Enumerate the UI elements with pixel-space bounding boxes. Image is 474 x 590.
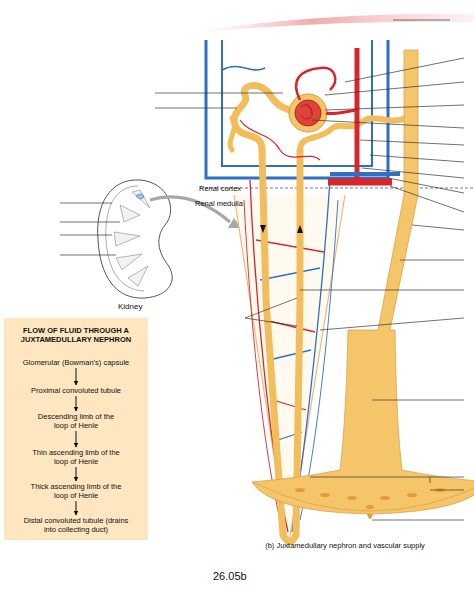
flow-step: Thick ascending limb of the loop of Henl… (26, 482, 126, 500)
papillary-ducts (295, 488, 445, 519)
flow-step: Distal convoluted tubule (drains into co… (20, 516, 132, 534)
illustration-path (296, 68, 335, 100)
illustration-path (116, 254, 142, 270)
illustration-path (60, 235, 112, 236)
illustration-ellipse (295, 488, 305, 492)
figure-caption: (b) Juxtamedullary nephron and vascular … (220, 541, 470, 550)
illustration-path (155, 108, 237, 109)
illustration-path (240, 120, 320, 160)
illustration-path (300, 290, 464, 291)
illustration-path (222, 40, 372, 166)
illustration-ellipse (380, 496, 390, 500)
illustration-path (269, 350, 311, 360)
illustration-path (260, 225, 266, 233)
illustration-ellipse (366, 505, 374, 509)
text-label: Renal cortex (199, 184, 241, 194)
illustration-path (345, 58, 464, 82)
illustration-circle (295, 100, 321, 126)
illustration-path (310, 477, 464, 483)
illustration-path (325, 105, 464, 110)
illustration-path (372, 400, 464, 401)
illustration-path (132, 190, 150, 208)
illustration-path (320, 318, 464, 330)
illustration-path (312, 120, 464, 128)
text-label: Kidney (118, 302, 142, 312)
illustration-path (120, 205, 140, 222)
illustration-path (245, 298, 297, 326)
flow-panel: FLOW OF FLUID THROUGH A JUXTAMEDULLARY N… (4, 318, 148, 540)
step-text: Distal convoluted tubule (drains into co… (20, 516, 132, 534)
illustration-path (136, 194, 144, 199)
step-text: Descending limb of the loop of Henle (35, 412, 117, 430)
glomerulus (289, 94, 327, 132)
flow-arrow (76, 467, 77, 481)
flow-arrow (76, 431, 77, 447)
illustration-path (155, 93, 283, 94)
illustration-path (328, 179, 392, 186)
capsule-band (205, 14, 474, 32)
illustration-circle (289, 94, 327, 132)
illustration-path (60, 255, 116, 256)
flow-arrow (76, 368, 77, 385)
flow-arrow (76, 396, 77, 411)
illustration-path (367, 514, 373, 519)
illustration-path (360, 140, 464, 145)
arteries (240, 48, 392, 182)
vein (330, 172, 400, 176)
illustration-path (430, 490, 464, 491)
illustration-path (355, 48, 360, 180)
illustration-path (325, 82, 464, 95)
flow-step: Glomerular (Bowman's) capsule (14, 358, 138, 367)
text-label: 26.05b (213, 570, 247, 583)
illustration-ellipse (320, 493, 330, 497)
step-text: Thin ascending limb of the loop of Henle (26, 448, 126, 466)
flow-step: Proximal convoluted tubule (14, 386, 138, 395)
illustration-path (114, 232, 140, 246)
illustration-path (265, 320, 315, 332)
panel-heading: FLOW OF FLUID THROUGH A JUXTAMEDULLARY N… (9, 326, 143, 344)
illustration-path (370, 155, 464, 162)
illustration-path (390, 186, 464, 212)
illustration-ellipse (407, 493, 417, 497)
illustration-path (362, 168, 464, 178)
illustration-path (388, 178, 464, 193)
illustration-path (222, 66, 265, 70)
illustration-path (234, 86, 294, 150)
kidney-sketch (98, 180, 241, 298)
illustration-path (326, 110, 357, 114)
illustration-path (393, 20, 450, 21)
illustration-path (60, 222, 120, 223)
collecting-duct (252, 50, 474, 514)
step-text: Proximal convoluted tubule (14, 386, 138, 395)
illustration-path (300, 104, 313, 119)
illustration-path (412, 225, 464, 230)
illustration-path (230, 118, 234, 150)
illustration-path (400, 260, 464, 261)
flow-arrow (76, 501, 77, 515)
step-text: Glomerular (Bowman's) capsule (14, 358, 138, 367)
flow-step: Thin ascending limb of the loop of Henle (26, 448, 126, 466)
step-text: Thick ascending limb of the loop of Henl… (26, 482, 126, 500)
flow-step: Descending limb of the loop of Henle (35, 412, 117, 430)
illustration-path (297, 225, 303, 233)
text-label: Renal medulla (195, 199, 243, 209)
illustration-ellipse (347, 496, 357, 500)
illustration-path (372, 520, 464, 521)
papilla-edge (252, 482, 474, 511)
illustration-path (260, 268, 320, 280)
illustration-path (60, 203, 112, 204)
illustration-path (128, 266, 148, 286)
